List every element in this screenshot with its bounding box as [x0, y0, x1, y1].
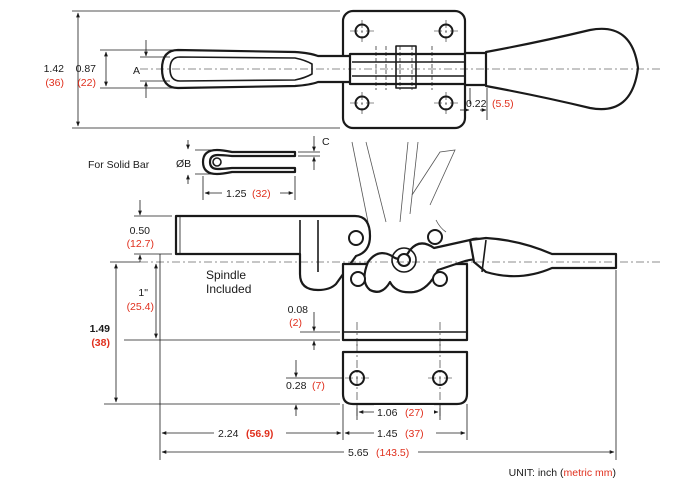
unit-legend: UNIT: inch (metric mm)	[509, 467, 616, 479]
solid-bar-label: For Solid Bar	[88, 159, 150, 171]
dim-bar-dia: ØB	[176, 158, 191, 170]
dim-base-height-inch: 1.49	[90, 323, 111, 335]
spindle-label-line2: Included	[206, 282, 251, 296]
dim-slot-offset-inch: 0.28	[286, 380, 307, 392]
top-view	[140, 9, 660, 130]
unit-legend-metric: metric mm	[564, 467, 613, 479]
solid-bar-detail: For Solid Bar ØB C 1.25 (32)	[88, 136, 330, 200]
dim-arm-height-inch: 1"	[138, 287, 148, 299]
side-arm	[174, 214, 372, 292]
dim-c-label: C	[322, 136, 330, 148]
dim-overall-length-inch: 5.65	[348, 447, 369, 459]
dim-overall-height-mm: (36)	[45, 77, 64, 89]
side-handle	[468, 236, 618, 278]
dim-reach-mm: (56.9)	[246, 428, 273, 440]
top-mounting-holes	[350, 20, 458, 114]
dim-hole-spacing-mm: (27)	[405, 407, 424, 419]
dim-handle-offset-inch: 0.22	[466, 98, 487, 110]
dim-base-height-mm: (38)	[91, 337, 110, 349]
dim-reach-inch: 2.24	[218, 428, 239, 440]
dim-a-label: A	[133, 65, 140, 77]
unit-legend-prefix: UNIT: inch (	[509, 467, 564, 479]
top-handle-loop-inner	[169, 56, 313, 82]
solid-bar-clip	[201, 148, 297, 176]
dim-loop-height-inch: 0.87	[76, 63, 97, 75]
dim-handle-offset-mm: (5.5)	[492, 98, 514, 110]
dim-loop-height-mm: (22)	[77, 77, 96, 89]
dim-base-plate-mm: (2)	[289, 317, 302, 329]
dim-base-width-inch: 1.45	[377, 428, 398, 440]
dim-base-plate-inch: 0.08	[288, 304, 309, 316]
top-dimensions: 1.42 (36) 0.87 (22) A 0.22 (5.5)	[44, 10, 514, 129]
dim-bar-length-inch: 1.25	[226, 188, 247, 200]
unit-legend-suffix: )	[613, 467, 617, 479]
dim-hole-spacing-inch: 1.06	[377, 407, 398, 419]
dim-base-width-mm: (37)	[405, 428, 424, 440]
spindle-label-line1: Spindle	[206, 268, 246, 282]
dim-slot-offset-mm: (7)	[312, 380, 325, 392]
side-flange	[341, 350, 469, 406]
dim-overall-length-mm: (143.5)	[376, 447, 409, 459]
side-dimensions: 0.50 (12.7) 1" (25.4) 1.49 (38) 0.08 (2)…	[90, 200, 617, 460]
dim-arm-thickness-mm: (12.7)	[127, 238, 154, 250]
dim-overall-height-inch: 1.42	[44, 63, 65, 75]
dim-arm-height-mm: (25.4)	[127, 301, 154, 313]
side-view: Spindle Included	[140, 141, 660, 416]
dim-arm-thickness-inch: 0.50	[130, 225, 151, 237]
dim-bar-length-mm: (32)	[252, 188, 271, 200]
